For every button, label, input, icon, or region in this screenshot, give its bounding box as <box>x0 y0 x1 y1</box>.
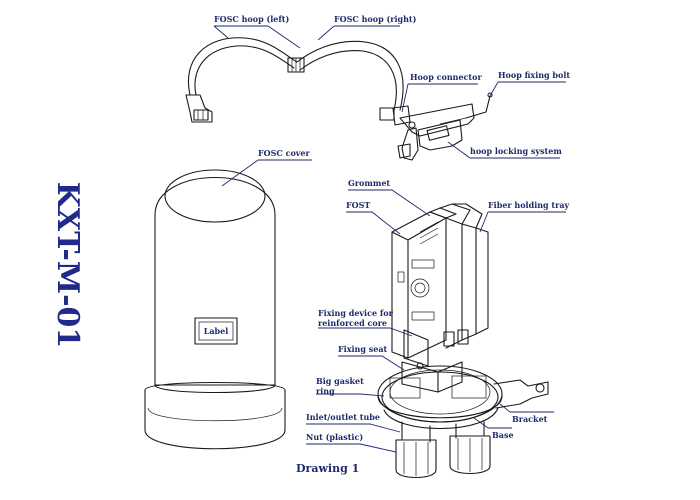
label-hoop-fixing-bolt: Hoop fixing bolt <box>498 70 570 80</box>
label-fiber-holding-tray: Fiber holding tray <box>488 200 570 210</box>
label-hoop-locking-system: hoop locking system <box>470 146 562 156</box>
leader-lines <box>213 25 566 453</box>
label-fixing-device-line2: reinforced core <box>318 318 387 328</box>
label-bracket: Bracket <box>512 414 548 424</box>
label-inlet-outlet-tube: Inlet/outlet tube <box>306 412 380 422</box>
cover-label-tag: Label <box>204 326 229 336</box>
label-nut-plastic: Nut (plastic) <box>306 432 363 442</box>
label-hoop-left: FOSC hoop (left) <box>214 14 289 24</box>
hoop-locking-system <box>397 92 493 161</box>
fosc-cover <box>144 169 286 450</box>
label-big-gasket-line1: Big gasket <box>316 376 364 386</box>
label-base: Base <box>492 430 514 440</box>
model-code: KXT-M-01 <box>50 182 85 349</box>
label-fosc-cover: FOSC cover <box>258 148 311 158</box>
label-hoop-connector: Hoop connector <box>410 72 482 82</box>
label-hoop-right: FOSC hoop (right) <box>334 14 417 24</box>
fost-assembly <box>391 203 489 359</box>
label-big-gasket-line2: ring <box>316 386 335 396</box>
label-fixing-device-line1: Fixing device for <box>318 308 394 318</box>
label-grommet: Grommet <box>348 178 390 188</box>
drawing-caption: Drawing 1 <box>296 462 359 475</box>
label-fost: FOST <box>346 200 370 210</box>
fosc-hoop <box>185 37 411 126</box>
label-fixing-seat: Fixing seat <box>338 344 388 354</box>
base-assembly <box>377 329 549 479</box>
